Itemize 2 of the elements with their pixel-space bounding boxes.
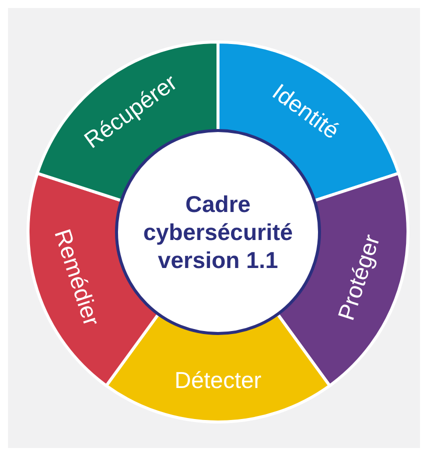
center-title: Cadre cybersécurité version 1.1 — [143, 190, 293, 274]
segment-label: Détecter — [174, 367, 262, 394]
